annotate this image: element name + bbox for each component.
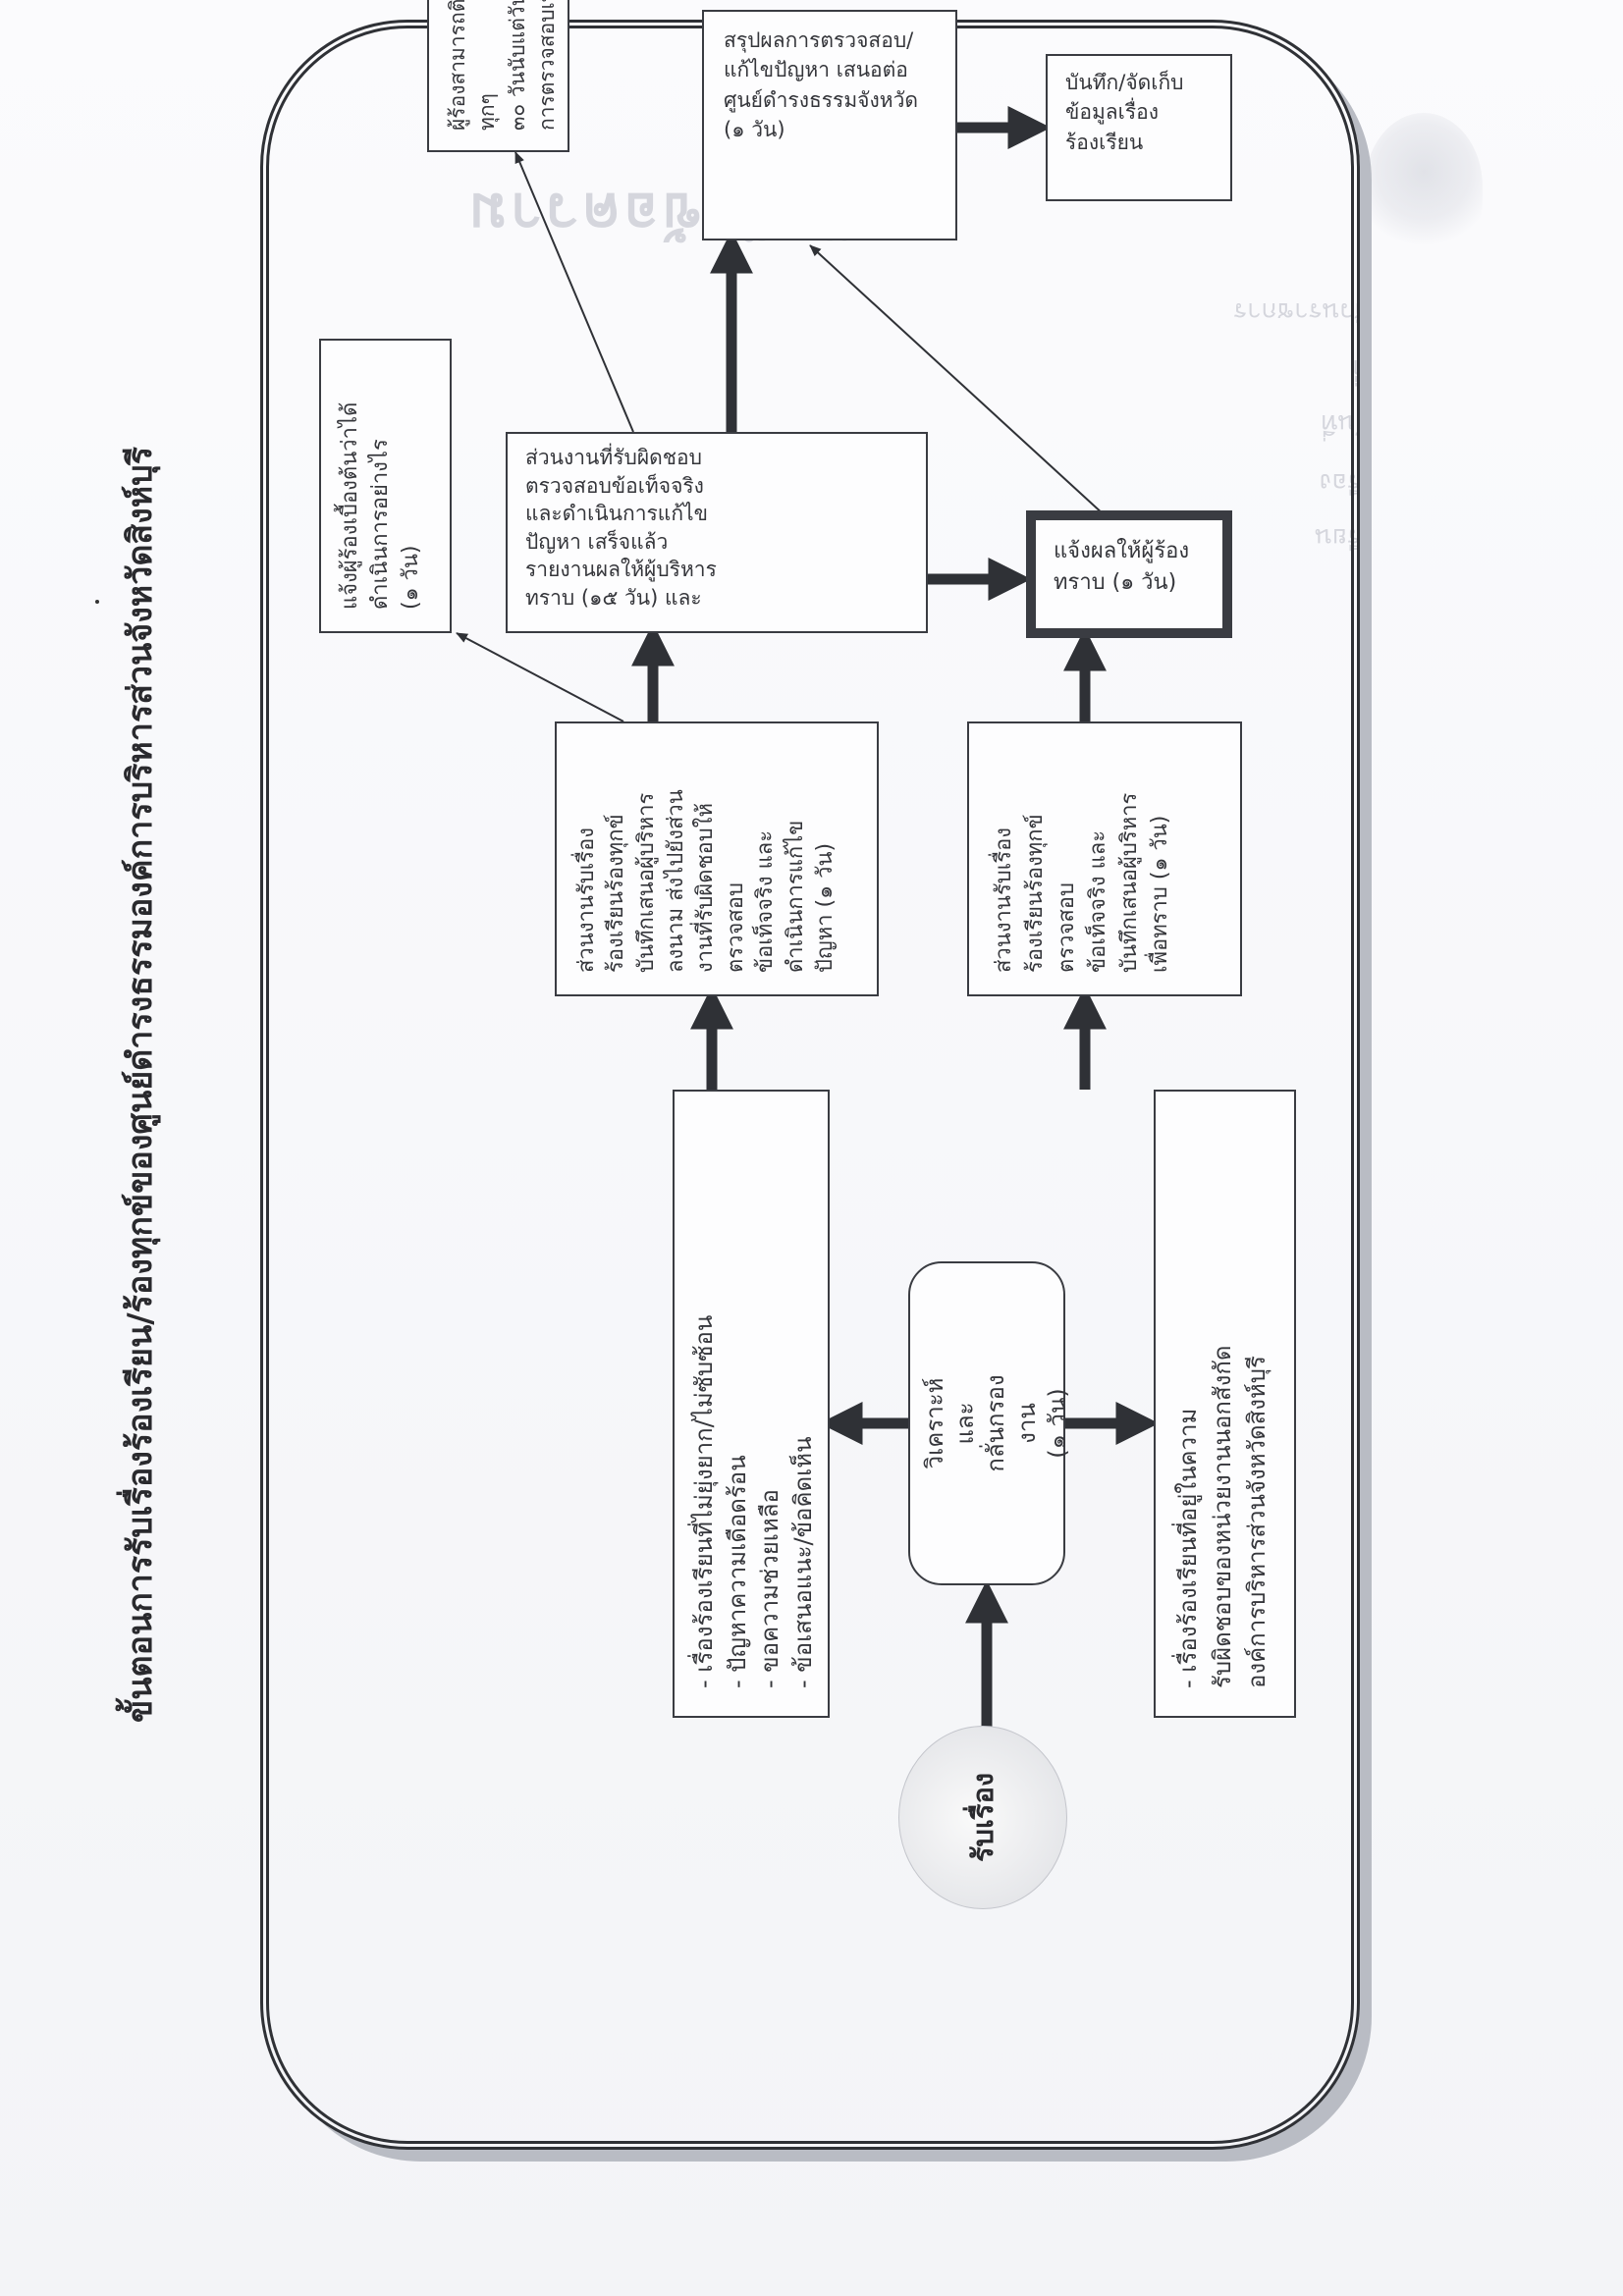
analyze-line-5: (๑ วัน) [1043,1388,1071,1459]
analyze-line-1: วิเคราะห์ [921,1377,948,1469]
forward-line-1: ส่วนงานรับเรื่อง [574,827,599,973]
check-line-3: ตรวจสอบ [1054,882,1079,973]
box-check-and-report: ส่วนงานรับเรื่อง ร้องเรียนร้องทุกข์ ตรวจ… [967,721,1242,996]
check-line-4: ข้อเท็จจริง และ [1085,829,1110,973]
box-analyze: วิเคราะห์ และ กลั่นกรอง งาน (๑ วัน) [908,1261,1071,1585]
line-responsible-to-followup [514,151,634,433]
responsible-line-3: และดำเนินการแก้ไข [525,502,708,526]
responsible-line-1: ส่วนงานที่รับผิดชอบ [525,446,702,469]
initial-notice-line-2: ดำเนินการอย่างไร [368,439,394,610]
simple-case-3: - ขอความช่วยเหลือ [756,1489,784,1688]
check-line-6: เพื่อทราบ (๑ วัน) [1148,815,1173,973]
forward-line-2: ร้องเรียนร้องทุกข์ [604,814,629,973]
notify-line-2: ทราบ (๑ วัน) [1054,569,1177,595]
simple-case-4: - ข้อเสนอแนะ/ข้อคิดเห็น [788,1436,817,1688]
garuda-emblem-bleed [1365,113,1483,260]
external-line-2: รับผิดชอบของหน่วยงานนอกสังกัด [1208,1345,1236,1688]
archive-text: บันทึก/จัดเก็บ ข้อมูลเรื่อง ร้องเรียน [1048,52,1234,199]
notify-line-1: แจ้งผลให้ผู้ร้อง [1054,539,1190,563]
notify-result-text: แจ้งผลให้ผู้ร้อง ทราบ (๑ วัน) [1036,520,1222,628]
follow-up-line-3: การตรวจสอบเบื้องต้น [535,0,560,131]
forward-line-7: ข้อเท็จจริง และ [753,829,779,973]
forward-line-5: งานที่รับผิดชอบให้ [693,803,719,973]
analyze-line-4: งาน [1012,1403,1041,1444]
start-oval: รับเรื่อง [898,1726,1067,1909]
responsible-line-4: ปัญหา เสร็จแล้ว [525,529,669,554]
box-external-cases: - เรื่องร้องเรียนที่อยู่ในความ รับผิดชอบ… [1154,1090,1296,1718]
box-initial-notice: แจ้งผู้ร้องเบื้องต้นว่าได้ ดำเนินการอย่า… [319,339,452,633]
initial-notice-line-1: แจ้งผู้ร้องเบื้องต้นว่าได้ [338,401,362,610]
page-title: ขั้นตอนการรับเรื่องร้องเรียน/ร้องทุกข์ขอ… [121,446,160,1724]
responsible-unit-text: ส่วนงานที่รับผิดชอบ ตรวจสอบข้อเท็จจริง แ… [508,430,930,631]
follow-up-line-1: ผู้ร้องสามารถติดตามเรื่องได้ทุกๆ [446,0,500,131]
forward-line-4: ลงนาม ส่งไปยังส่วน [664,789,689,973]
analyze-line-2: และ [951,1402,980,1445]
archive-line-3: ร้องเรียน [1065,130,1144,154]
box-archive: บันทึก/จัดเก็บ ข้อมูลเรื่อง ร้องเรียน [1046,54,1232,201]
flowchart-canvas: ขั้นตอนการรับเรื่องร้องเรียน/ร้องทุกข์ขอ… [95,0,1360,2150]
responsible-line-6: ทราบ (๑๕ วัน) และ [525,585,702,610]
line-forward-to-initial-notice [456,632,624,722]
archive-line-1: บันทึก/จัดเก็บ [1065,71,1184,94]
archive-line-2: ข้อมูลเรื่อง [1065,100,1160,125]
box-notify-result: แจ้งผลให้ผู้ร้อง ทราบ (๑ วัน) [1026,510,1232,638]
forward-line-3: บันทึกเสนอผู้บริหาร [633,792,659,973]
responsible-line-2: ตรวจสอบข้อเท็จจริง [525,473,704,498]
summary-line-2: แก้ไขปัญหา เสนอต่อ [724,58,908,82]
external-line-3: องค์การบริหารส่วนจังหวัดสิงห์บุรี [1242,1356,1271,1688]
forward-line-8: ดำเนินการแก้ไข [783,820,808,973]
simple-case-1: - เรื่องร้องเรียนที่ไม่ยุ่งยาก/ไม่ซับซ้อ… [690,1314,718,1688]
summary-text: สรุปผลการตรวจสอบ/ แก้ไขปัญหา เสนอต่อ ศูน… [704,8,959,239]
start-label: รับเรื่อง [966,1772,1000,1863]
forward-line-9: ปัญหา (๑ วัน) [812,842,838,973]
responsible-line-5: รายงานผลให้ผู้บริหาร [525,558,717,582]
summary-line-4: (๑ วัน) [724,118,785,142]
analyze-line-3: กลั่นกรอง [982,1374,1010,1472]
initial-notice-line-3: (๑ วัน) [399,545,424,610]
box-responsible-unit: ส่วนงานที่รับผิดชอบ ตรวจสอบข้อเท็จจริง แ… [506,432,928,633]
external-line-1: - เรื่องร้องเรียนที่อยู่ในความ [1174,1408,1202,1688]
follow-up-line-2: ๓๐ วันนับแต่วันที่ได้รับแจ้งผล [505,0,529,131]
line-notify-to-summary [809,244,1106,516]
check-line-1: ส่วนงานรับเรื่อง [992,827,1016,973]
box-summary: สรุปผลการตรวจสอบ/ แก้ไขปัญหา เสนอต่อ ศูน… [702,10,957,240]
box-simple-cases: - เรื่องร้องเรียนที่ไม่ยุ่งยาก/ไม่ซับซ้อ… [673,1090,830,1718]
connectors [456,106,1160,1737]
check-line-2: ร้องเรียนร้องทุกข์ [1022,814,1048,973]
box-forward-to-unit: ส่วนงานรับเรื่อง ร้องเรียนร้องทุกข์ บันท… [555,721,879,996]
forward-line-6: ตรวจสอบ [723,882,748,973]
box-follow-up: ผู้ร้องสามารถติดตามเรื่องได้ทุกๆ ๓๐ วันน… [427,0,569,152]
summary-line-3: ศูนย์ดำรงธรรมจังหวัด [724,87,919,112]
check-line-5: บันทึกเสนอผู้บริหาร [1116,792,1142,973]
simple-case-2: - ปัญหาความเดือดร้อน [723,1455,751,1688]
summary-line-1: สรุปผลการตรวจสอบ/ [724,28,914,52]
scan-speck [95,600,99,604]
